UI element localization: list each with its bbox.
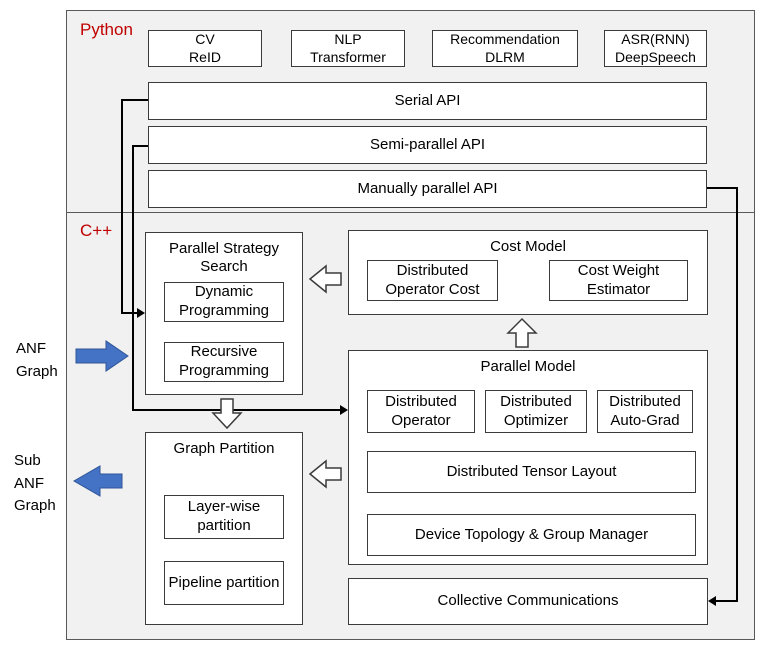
app-label-line1: Recommendation [450,31,560,47]
pipeline-partition-label: Pipeline partition [168,573,280,591]
layer-wise-partition-label: Layer-wise partition [187,498,261,534]
dynamic-programming-label: Dynamic Programming [178,283,270,319]
semi-parallel-api-bar: Semi-parallel API [148,126,707,164]
pipeline-partition-box: Pipeline partition [164,561,284,605]
anf-graph-label: ANF Graph [16,338,58,383]
cost-model-title: Cost Model [490,238,566,255]
graph-partition-group: Graph Partition Layer-wise partition Pip… [145,432,303,625]
app-label-line2: ReID [189,48,221,65]
device-topology-group-manager-label: Device Topology & Group Manager [414,525,649,543]
app-label-line1: CV [195,31,215,47]
python-section-label: Python [80,20,133,39]
app-box-recommendation-dlrm: Recommendation DLRM [432,30,578,67]
graph-partition-title: Graph Partition [173,440,275,457]
distributed-optimizer-label: Distributed Optimizer [500,392,572,429]
serial-api-label: Serial API [394,91,461,109]
python-cpp-divider [66,212,755,213]
distributed-auto-grad-label: Distributed Auto-Grad [609,392,681,429]
cpp-section-label: C++ [80,221,113,240]
manually-parallel-api-label: Manually parallel API [357,179,498,197]
anf-graph-line2: Graph [16,362,58,380]
distributed-operator-cost-box: Distributed Operator Cost [367,260,498,301]
distributed-auto-grad-box: Distributed Auto-Grad [597,390,693,433]
distributed-operator-box: Distributed Operator [367,390,475,433]
cost-model-group: Cost Model Distributed Operator Cost Cos… [348,230,708,315]
sub-anf-graph-line2: ANF [14,474,44,492]
distributed-optimizer-box: Distributed Optimizer [485,390,587,433]
parallel-strategy-search-group: Parallel Strategy Search Dynamic Program… [145,232,303,395]
app-label-line2: Transformer [310,48,386,65]
manually-parallel-api-bar: Manually parallel API [148,170,707,208]
parallel-strategy-search-title: Parallel Strategy Search [168,240,280,275]
recursive-programming-label: Recursive Programming [178,343,270,379]
collective-communications-label: Collective Communications [437,592,619,610]
dynamic-programming-box: Dynamic Programming [164,282,284,322]
device-topology-group-manager-box: Device Topology & Group Manager [367,514,696,556]
app-box-cv-reid: CV ReID [148,30,262,67]
distributed-operator-cost-label: Distributed Operator Cost [385,261,480,298]
collective-communications-bar: Collective Communications [348,578,708,625]
app-box-asr-deepspeech: ASR(RNN) DeepSpeech [604,30,707,67]
sub-anf-graph-line3: Graph [14,497,56,514]
app-box-nlp-transformer: NLP Transformer [291,30,405,67]
distributed-tensor-layout-box: Distributed Tensor Layout [367,451,696,493]
sub-anf-graph-label: Sub ANF Graph [14,450,56,518]
parallel-model-group: Parallel Model Distributed Operator Dist… [348,350,708,565]
anf-graph-line1: ANF [16,340,46,357]
cost-weight-estimator-box: Cost Weight Estimator [549,260,688,301]
semi-parallel-api-label: Semi-parallel API [369,135,486,153]
sub-anf-graph-line1: Sub [14,452,41,469]
app-label-line1: NLP [334,31,362,47]
recursive-programming-box: Recursive Programming [164,342,284,382]
parallel-model-title: Parallel Model [480,358,576,375]
serial-api-bar: Serial API [148,82,707,120]
cost-weight-estimator-label: Cost Weight Estimator [577,261,660,298]
app-label-line1: ASR(RNN) [621,31,690,47]
distributed-tensor-layout-label: Distributed Tensor Layout [446,462,617,480]
distributed-operator-label: Distributed Operator [385,392,457,429]
app-label-line2: DeepSpeech [615,48,696,65]
layer-wise-partition-box: Layer-wise partition [164,495,284,539]
app-label-line2: DLRM [485,48,525,65]
